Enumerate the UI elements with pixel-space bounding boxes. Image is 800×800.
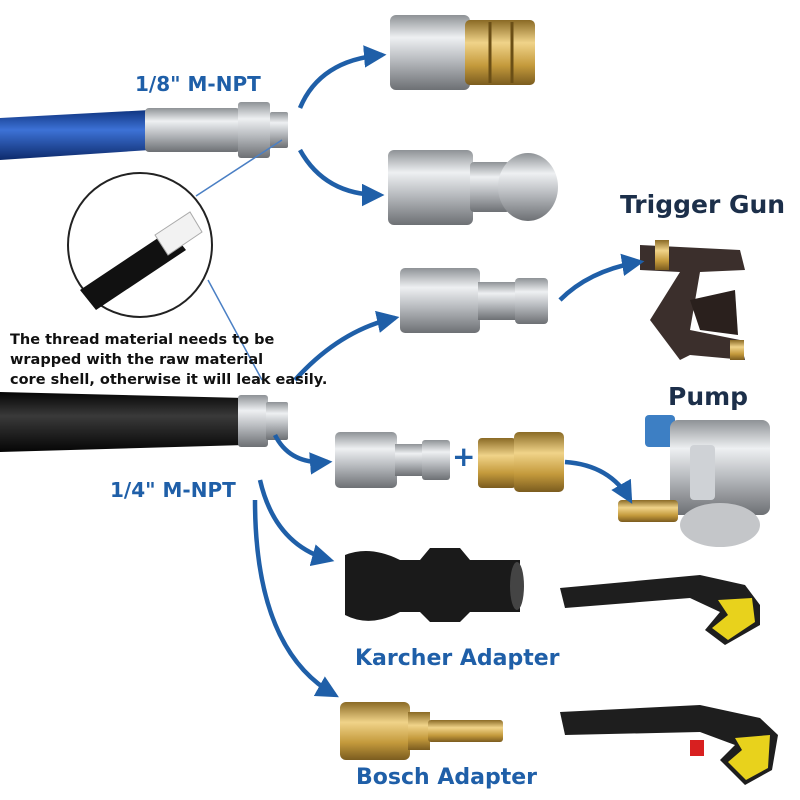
thread-note-line-1: The thread material needs to be (10, 332, 275, 348)
bosch-adapter-image (340, 702, 503, 760)
plus-sign: + (452, 440, 476, 473)
black-hose (0, 392, 288, 452)
thread-closeup (67, 139, 283, 381)
arrow-to-turbo-nozzle (297, 45, 387, 109)
connection-arrows (252, 45, 645, 698)
npt-1-8-label: 1/8" M-NPT (135, 72, 261, 96)
arrow-to-quick-connect (272, 433, 333, 475)
yellow-gun-image-1 (560, 575, 760, 645)
arrow-to-bosch (252, 499, 339, 698)
pump-label: Pump (668, 382, 749, 411)
pump-image (618, 415, 770, 547)
quick-connect-set (335, 432, 564, 492)
turbo-nozzle (390, 15, 535, 90)
trigger-gun-image (640, 240, 745, 360)
rotating-nozzle (388, 150, 558, 225)
yellow-gun-image-2 (560, 705, 778, 785)
arrow-to-rotating-nozzle (298, 148, 385, 207)
karcher-adapter-label: Karcher Adapter (355, 646, 560, 671)
karcher-adapter-image (345, 548, 524, 622)
arrow-to-karcher (257, 479, 335, 567)
bosch-adapter-label: Bosch Adapter (356, 765, 537, 790)
arrow-to-pump (564, 459, 633, 504)
thread-note-line-2: wrapped with the raw material (10, 352, 264, 368)
quick-connect-plug (400, 268, 548, 333)
arrow-to-trigger-gun (558, 253, 645, 302)
thread-note: The thread material needs to be wrapped … (10, 330, 340, 390)
thread-note-line-3: core shell, otherwise it will leak easil… (10, 372, 328, 388)
npt-1-4-label: 1/4" M-NPT (110, 478, 236, 502)
trigger-gun-label: Trigger Gun (620, 190, 786, 219)
arrow-to-quick-plug (293, 310, 400, 382)
blue-hose (0, 102, 288, 160)
